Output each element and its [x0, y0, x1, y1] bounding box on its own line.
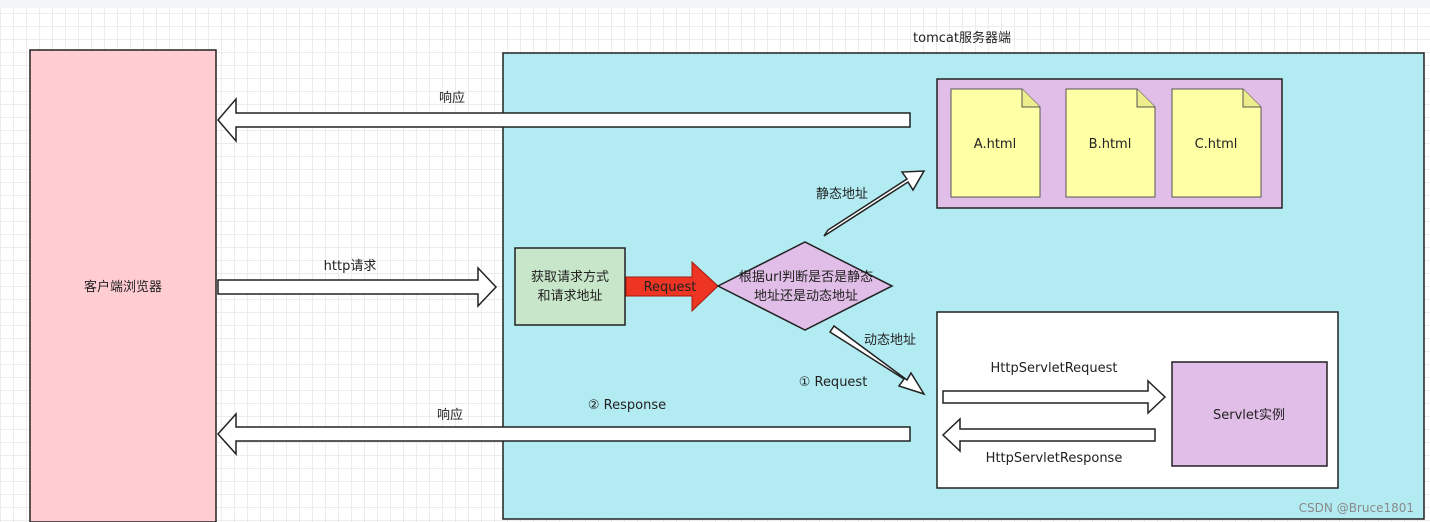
decision-line2: 地址还是动态地址 — [754, 289, 858, 304]
http-servlet-response-arrow — [941, 417, 1156, 453]
http-servlet-request-label: HttpServletRequest — [990, 361, 1117, 376]
static-file-a: A.html — [950, 88, 1041, 198]
request-1-label: ① Request — [799, 375, 868, 390]
dynamic-address-arrow — [828, 324, 926, 396]
top-strip — [0, 0, 1430, 8]
response-2-label: ② Response — [588, 398, 666, 413]
http-servlet-response-label: HttpServletResponse — [986, 451, 1123, 466]
static-address-label: 静态地址 — [816, 187, 868, 202]
decision-line1: 根据url判断是否是静态 — [739, 270, 873, 285]
response-top-label: 响应 — [439, 90, 465, 106]
static-file-c-label: C.html — [1195, 137, 1238, 152]
get-request-line2: 和请求地址 — [537, 289, 602, 304]
static-file-b: B.html — [1065, 88, 1156, 198]
static-file-a-label: A.html — [974, 137, 1016, 152]
dynamic-address-label: 动态地址 — [864, 333, 916, 348]
http-request-arrow — [217, 266, 498, 308]
response-arrow-bottom — [216, 412, 911, 456]
decision-diamond — [716, 241, 894, 331]
client-browser-box — [29, 49, 217, 522]
get-request-box — [514, 247, 626, 326]
servlet-instance-label: Servlet实例 — [1213, 408, 1285, 423]
static-address-arrow — [823, 170, 926, 237]
http-servlet-request-arrow — [942, 379, 1167, 415]
http-request-label: http请求 — [324, 259, 377, 274]
watermark: CSDN @Bruce1801 — [1299, 501, 1414, 515]
client-browser-label: 客户端浏览器 — [84, 279, 162, 295]
request-red-arrow — [625, 260, 719, 313]
get-request-line1: 获取请求方式 — [531, 269, 609, 285]
servlet-instance-box — [1171, 361, 1328, 467]
response-bottom-label: 响应 — [437, 407, 463, 423]
static-file-b-label: B.html — [1089, 137, 1132, 152]
response-arrow-top — [217, 96, 911, 144]
static-file-c: C.html — [1171, 88, 1262, 198]
request-red-label: Request — [644, 280, 697, 295]
server-title: tomcat服务器端 — [913, 30, 1011, 46]
